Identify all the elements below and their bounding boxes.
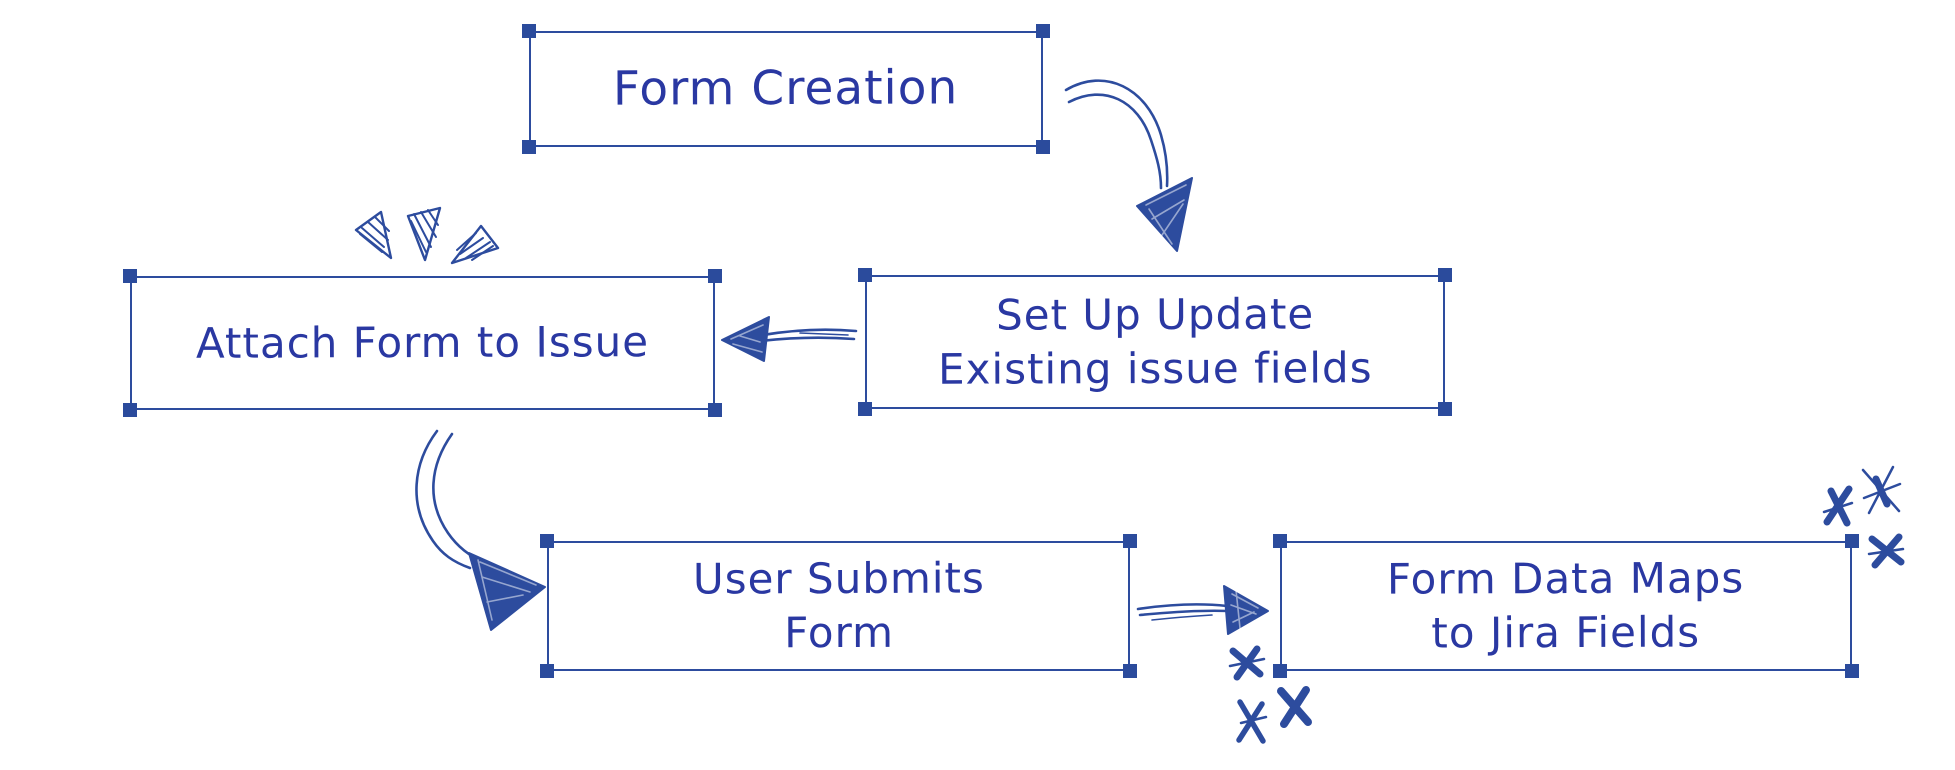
selection-handle[interactable]: [708, 403, 722, 417]
node-label: Form Data Maps to Jira Fields: [1387, 553, 1745, 658]
arrowhead-icon: [468, 552, 546, 631]
selection-handle[interactable]: [1273, 664, 1287, 678]
arrow-form-creation-to-set-up-update[interactable]: [1064, 79, 1193, 252]
node-form-data-maps[interactable]: Form Data Maps to Jira Fields: [1273, 534, 1859, 678]
selection-handle[interactable]: [1036, 140, 1050, 154]
selection-handle[interactable]: [1438, 402, 1452, 416]
selection-handle[interactable]: [1845, 664, 1859, 678]
arrow-set-up-update-to-attach-form[interactable]: [721, 316, 858, 362]
selection-handle[interactable]: [522, 140, 536, 154]
selection-handle[interactable]: [1273, 534, 1287, 548]
arrowhead-icon: [1223, 585, 1269, 635]
selection-handle[interactable]: [858, 402, 872, 416]
node-label: Set Up Update Existing issue fields: [937, 289, 1373, 394]
node-label: Attach Form to Issue: [195, 317, 650, 368]
node-attach-form-to-issue[interactable]: Attach Form to Issue: [123, 269, 722, 417]
selection-handle[interactable]: [1845, 534, 1859, 548]
selection-handle[interactable]: [1123, 664, 1137, 678]
arrowhead-icon: [721, 316, 770, 362]
selection-handle[interactable]: [522, 24, 536, 38]
selection-handle[interactable]: [540, 534, 554, 548]
selection-handle[interactable]: [123, 269, 137, 283]
emphasis-marks[interactable]: [354, 206, 500, 265]
node-label: Form Creation: [613, 60, 959, 117]
node-label: User Submits Form: [692, 553, 985, 658]
arrow-user-submits-to-form-data-maps[interactable]: [1136, 585, 1269, 635]
node-user-submits-form[interactable]: User Submits Form: [540, 534, 1137, 678]
selection-handle[interactable]: [1438, 268, 1452, 282]
node-form-creation[interactable]: Form Creation: [522, 24, 1050, 154]
arrowhead-icon: [1136, 177, 1193, 252]
node-set-up-update[interactable]: Set Up Update Existing issue fields: [858, 268, 1452, 416]
selection-handle[interactable]: [123, 403, 137, 417]
selection-handle[interactable]: [1036, 24, 1050, 38]
selection-handle[interactable]: [858, 268, 872, 282]
selection-handle[interactable]: [1123, 534, 1137, 548]
arrow-attach-form-to-user-submits[interactable]: [415, 429, 546, 631]
selection-handle[interactable]: [708, 269, 722, 283]
selection-handle[interactable]: [540, 664, 554, 678]
